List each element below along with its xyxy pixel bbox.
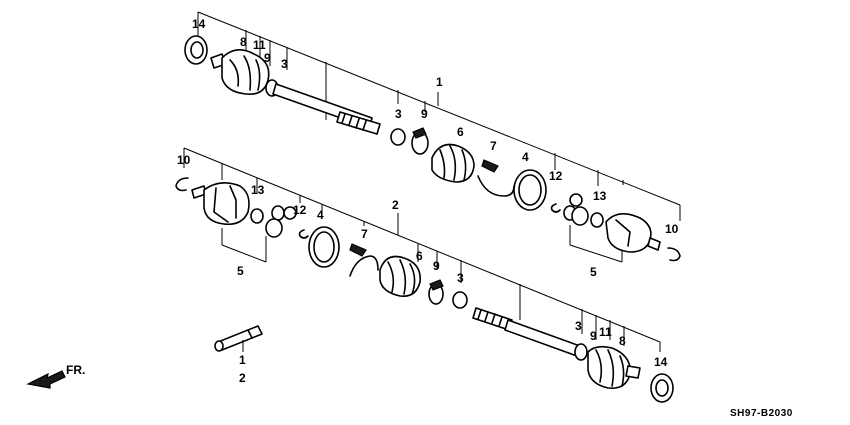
inner-housing-right	[605, 213, 661, 253]
inner-housing-left	[191, 182, 250, 226]
front-arrow-icon	[26, 370, 66, 389]
ring-3-left	[452, 291, 468, 309]
dust-seal-14-top	[184, 35, 208, 65]
ring-4-left	[308, 226, 340, 268]
callout-12: 12	[293, 203, 307, 217]
dust-seal-14-bottom	[650, 373, 674, 403]
shaft-top	[272, 83, 381, 135]
clip-10-right	[667, 247, 681, 262]
callout-14: 14	[654, 355, 668, 369]
spider-5-left	[265, 205, 297, 238]
callout-3: 3	[281, 57, 288, 71]
front-indicator: FR.	[66, 363, 85, 377]
callout-14: 14	[192, 17, 206, 31]
callout-7: 7	[490, 139, 497, 153]
diagram-code: SH97-B2030	[730, 408, 793, 419]
clip-12-left	[298, 229, 309, 239]
ring-13-right	[590, 212, 604, 228]
callout-11: 11	[599, 325, 612, 339]
callout-2: 2	[392, 198, 399, 212]
callout-8: 8	[619, 334, 626, 348]
spider-5-right	[563, 193, 623, 263]
callout-9: 9	[264, 51, 271, 65]
callout-8: 8	[240, 35, 247, 49]
band-7-top	[477, 159, 515, 197]
clamp-9-top	[411, 127, 429, 155]
callout-1: 1	[239, 353, 246, 367]
callout-3: 3	[575, 319, 582, 333]
grease-tube	[214, 325, 263, 352]
boot-6-top	[431, 143, 475, 183]
shaft-bottom	[472, 307, 581, 357]
callout-4: 4	[522, 150, 529, 164]
callout-2: 2	[239, 371, 246, 385]
callout-6: 6	[416, 249, 423, 263]
callout-4: 4	[317, 208, 324, 222]
callout-9: 9	[433, 259, 440, 273]
assembly-1-leaders	[197, 11, 681, 221]
callout-13: 13	[251, 183, 265, 197]
callout-1: 1	[436, 75, 443, 89]
callout-3: 3	[457, 271, 464, 285]
ring-13-left	[250, 208, 264, 224]
clamp-9-left	[428, 279, 444, 305]
ring-4-top	[513, 169, 547, 211]
assembly-2-leaders	[183, 147, 661, 352]
boot-6-left	[379, 255, 421, 298]
clip-12-top	[550, 203, 561, 213]
callout-13: 13	[593, 189, 607, 203]
ring-3-top	[390, 128, 406, 146]
callout-5: 5	[590, 265, 597, 279]
callout-9: 9	[421, 107, 428, 121]
band-7-left	[349, 243, 379, 277]
callout-3: 3	[395, 107, 402, 121]
callout-9: 9	[590, 329, 597, 343]
callout-10: 10	[665, 222, 679, 236]
callout-5: 5	[237, 264, 244, 278]
callout-11: 11	[253, 38, 266, 52]
outer-joint-bottom	[574, 343, 641, 390]
callout-12: 12	[549, 169, 563, 183]
callout-6: 6	[457, 125, 464, 139]
callout-10: 10	[177, 153, 191, 167]
clip-10-left	[175, 177, 189, 192]
callout-7: 7	[361, 227, 368, 241]
